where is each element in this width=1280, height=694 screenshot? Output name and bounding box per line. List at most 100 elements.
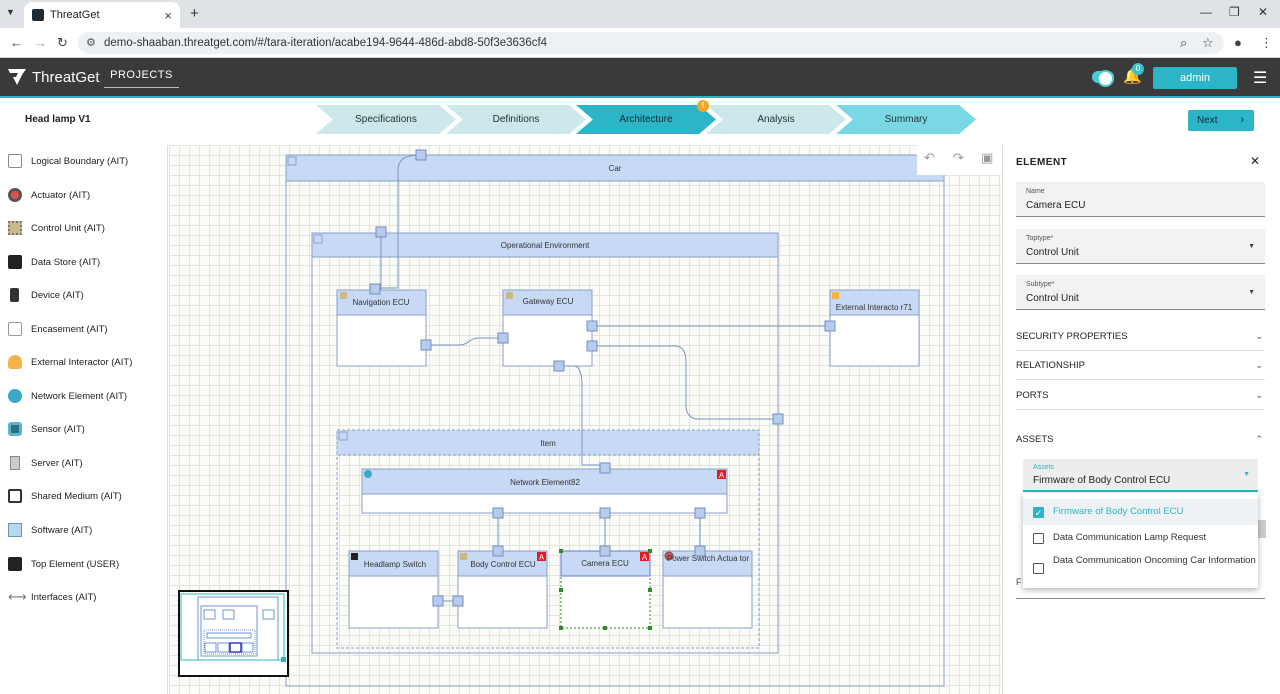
minimap-preview [180,593,286,662]
element-palette: Logical Boundary (AIT) Actuator (AIT) Co… [0,145,168,694]
browser-menu-icon[interactable]: ⋮ [1260,35,1273,50]
navigation-ecu-header[interactable] [336,289,427,316]
item-header[interactable] [336,429,760,456]
close-window-icon[interactable]: ✕ [1258,5,1269,19]
network-element-header[interactable] [361,468,728,495]
zoom-icon[interactable]: ⌕ [1180,35,1188,50]
back-icon[interactable]: ← [10,35,23,50]
notification-count-badge: 0 [1132,63,1144,75]
palette-item-label: Top Element (USER) [31,558,120,570]
external-interactor-header[interactable] [829,289,920,316]
palette-item-shared-medium[interactable]: Shared Medium (AIT) [8,488,122,504]
palette-item-label: Shared Medium (AIT) [31,490,122,502]
ports[interactable] [369,149,836,607]
resize-handle[interactable] [648,626,652,630]
url-input[interactable]: ⚙ demo-shaaban.threatget.com/#/tara-iter… [78,32,1224,54]
close-panel-icon[interactable]: ✕ [1250,154,1261,168]
browser-tab[interactable]: ThreatGet × [24,2,180,28]
section-ports[interactable]: PORTS ⌄ [1016,390,1265,410]
tab-search-icon[interactable]: ▼ [6,7,15,17]
palette-item-control-unit[interactable]: Control Unit (AIT) [8,220,105,236]
resize-handle[interactable] [559,626,563,630]
asset-badge-label: A [719,471,725,480]
connection-lines[interactable] [375,154,830,602]
palette-item-external-interactor[interactable]: External Interactor (AIT) [8,354,132,370]
step-summary[interactable]: Summary [836,105,976,134]
undo-icon[interactable]: ↶ [924,150,935,165]
car-header[interactable] [285,154,945,182]
theme-toggle[interactable] [1092,70,1114,87]
section-label: PORTS [1016,390,1049,401]
save-icon[interactable]: ▣ [981,150,994,165]
profile-icon[interactable]: ● [1234,35,1242,50]
section-security-properties[interactable]: SECURITY PROPERTIES ⌄ [1016,331,1265,351]
palette-item-sensor[interactable]: Sensor (AIT) [8,421,85,437]
shared-medium-icon [351,553,358,560]
headlamp-switch-header[interactable] [348,550,439,577]
resize-handle[interactable] [559,588,563,592]
operational-environment-header[interactable] [311,232,779,258]
headlamp-switch-label: Headlamp Switch [364,560,426,569]
diagram-minimap[interactable] [178,590,289,677]
site-info-icon[interactable]: ⚙ [86,37,96,49]
asset-option-oncoming-car[interactable]: Data Communication Oncoming Car Informat… [1023,554,1258,584]
palette-item-data-store[interactable]: Data Store (AIT) [8,254,100,270]
next-button[interactable]: Next › [1188,110,1254,131]
palette-item-top-element[interactable]: Top Element (USER) [8,556,119,572]
assets-select[interactable]: Assets Firmware of Body Control ECU ▼ [1023,459,1258,492]
name-field[interactable]: Name Camera ECU [1016,182,1265,217]
tab-title: ThreatGet [50,9,100,21]
reload-icon[interactable]: ↻ [57,35,68,50]
palette-item-logical-boundary[interactable]: Logical Boundary (AIT) [8,153,128,169]
checkbox-checked-icon[interactable]: ✓ [1033,507,1044,518]
subtype-select[interactable]: Subtype* Control Unit ▼ [1016,275,1265,310]
toptype-select[interactable]: Toptype* Control Unit ▼ [1016,229,1265,264]
chevron-down-icon: ⌄ [1255,331,1263,341]
palette-item-software[interactable]: Software (AIT) [8,522,92,538]
palette-item-device[interactable]: Device (AIT) [8,287,84,303]
resize-handle[interactable] [648,588,652,592]
resize-handle[interactable] [603,626,607,630]
threatget-logo-icon [8,69,26,85]
hidden-control [1258,520,1266,538]
step-architecture[interactable]: Architecture [576,105,716,134]
palette-item-network-element[interactable]: Network Element (AIT) [8,388,127,404]
bookmark-star-icon[interactable]: ☆ [1202,35,1214,50]
palette-item-label: Device (AIT) [31,289,84,301]
hamburger-menu-icon[interactable]: ☰ [1253,70,1268,87]
section-assets[interactable]: ASSETS ⌃ [1016,434,1265,454]
gateway-ecu-header[interactable] [502,289,593,316]
diagram-canvas[interactable]: Car Operational Environment Navigation E… [169,145,1001,694]
power-switch-actuator-header[interactable] [662,550,753,577]
user-menu-button[interactable]: admin [1153,67,1237,89]
item-label: Item [540,439,556,448]
new-tab-icon[interactable]: + [190,5,199,22]
step-definitions[interactable]: Definitions [446,105,586,134]
palette-item-label: Control Unit (AIT) [31,222,105,234]
palette-item-actuator[interactable]: Actuator (AIT) [8,187,90,203]
minimize-icon[interactable]: — [1200,5,1212,19]
palette-item-encasement[interactable]: Encasement (AIT) [8,321,108,337]
checkbox-icon[interactable] [1033,533,1044,544]
collapse-toggle-icon[interactable] [313,234,323,244]
palette-item-label: Sensor (AIT) [31,423,85,435]
tab-close-icon[interactable]: × [164,7,172,23]
redo-icon[interactable]: ↷ [953,150,964,165]
step-analysis[interactable]: Analysis [706,105,846,134]
step-specifications[interactable]: Specifications [316,105,456,134]
restore-icon[interactable]: ❐ [1229,5,1240,19]
resize-handle[interactable] [559,549,563,553]
forward-icon[interactable]: → [34,35,47,50]
asset-option-firmware[interactable]: ✓ Firmware of Body Control ECU [1023,499,1258,525]
architecture-diagram[interactable]: Car Operational Environment Navigation E… [169,145,1001,694]
collapse-toggle-icon[interactable] [338,431,348,441]
collapse-toggle-icon[interactable] [287,156,297,166]
resize-handle[interactable] [648,549,652,553]
projects-nav-link[interactable]: PROJECTS [104,69,179,88]
actuator-icon [8,188,22,202]
section-relationship[interactable]: RELATIONSHIP ⌄ [1016,360,1265,380]
palette-item-interfaces[interactable]: ⟷ Interfaces (AIT) [8,589,96,605]
asset-option-lamp-request[interactable]: Data Communication Lamp Request [1023,531,1258,547]
palette-item-server[interactable]: Server (AIT) [8,455,83,471]
checkbox-icon[interactable] [1033,563,1044,574]
